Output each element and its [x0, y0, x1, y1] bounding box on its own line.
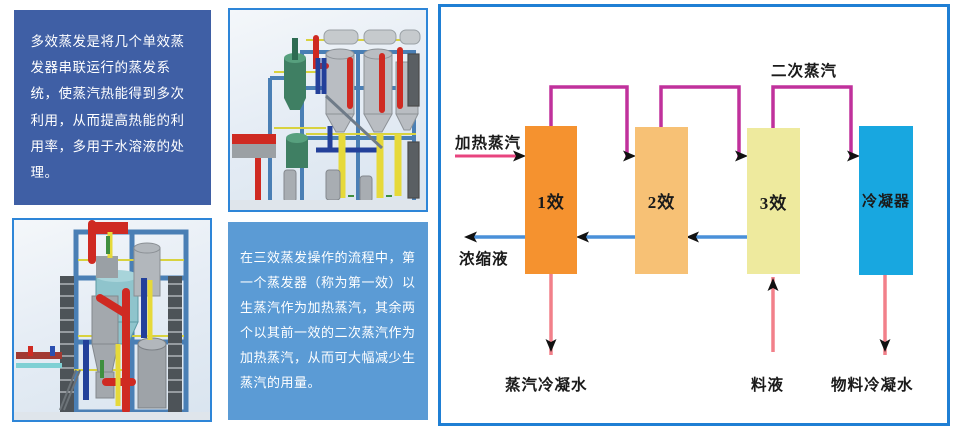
label-product-condensate: 物料冷凝水 — [831, 377, 914, 394]
unit-condenser[interactable]: 冷凝器 — [859, 126, 913, 275]
stream-vapor-3-to-condenser — [771, 85, 860, 162]
evaporator-render-tall-icon — [14, 220, 210, 420]
description-bottom-text: 在三效蒸发操作的流程中，第一个蒸发器（称为第一效）以生蒸汽作为加热蒸汽，其余两个… — [240, 250, 416, 390]
evaporator-render-wide-icon — [230, 29, 426, 210]
flow-lines — [455, 85, 891, 355]
unit-effect-2[interactable]: 2效 — [635, 127, 688, 274]
label-feed-liquid: 料液 — [751, 377, 785, 394]
unit-effect-3[interactable]: 3效 — [747, 128, 800, 274]
plant-photo-top — [228, 8, 428, 212]
unit-effect-1[interactable]: 1效 — [525, 126, 577, 274]
description-panel-bottom: 在三效蒸发操作的流程中，第一个蒸发器（称为第一效）以生蒸汽作为加热蒸汽，其余两个… — [228, 222, 428, 420]
unit-effect-2-label: 2效 — [647, 193, 676, 212]
unit-condenser-label: 冷凝器 — [861, 194, 910, 210]
label-heating-steam: 加热蒸汽 — [455, 135, 522, 152]
diagram-canvas: 1效 2效 3效 冷凝器 加热蒸汽 二次蒸汽 浓缩液 蒸汽冷凝水 料液 物料冷凝… — [441, 7, 947, 423]
unit-effect-1-label: 1效 — [537, 192, 565, 212]
process-flow-diagram: 1效 2效 3效 冷凝器 加热蒸汽 二次蒸汽 浓缩液 蒸汽冷凝水 料液 物料冷凝… — [438, 4, 950, 426]
label-secondary-vapor: 二次蒸汽 — [771, 63, 838, 80]
description-top-text: 多效蒸发是将几个单效蒸发器串联运行的蒸发系统，使蒸汽热能得到多次利用，从而提高热… — [30, 33, 185, 181]
stream-vapor-1-to-2 — [549, 85, 636, 162]
label-steam-condensate: 蒸汽冷凝水 — [505, 377, 588, 394]
description-panel-top: 多效蒸发是将几个单效蒸发器串联运行的蒸发系统，使蒸汽热能得到多次利用，从而提高热… — [14, 10, 211, 205]
label-concentrated-liquor: 浓缩液 — [459, 251, 509, 268]
stream-vapor-2-to-3 — [659, 85, 748, 162]
plant-photo-bottom — [12, 218, 212, 422]
unit-effect-3-label: 3效 — [759, 193, 788, 213]
